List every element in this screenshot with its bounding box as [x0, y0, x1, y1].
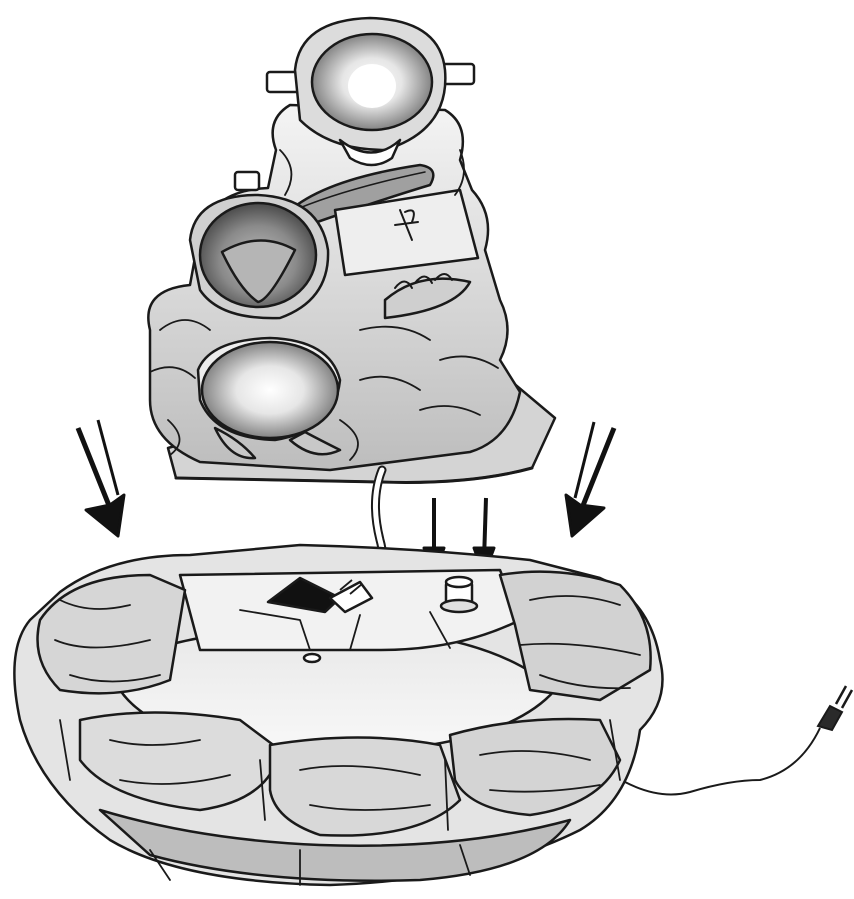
arrow-left-icon — [78, 420, 124, 536]
basin-hole — [304, 654, 320, 662]
basin-fitting — [441, 577, 477, 612]
plug-icon — [818, 686, 852, 730]
upper-fountain-unit — [148, 18, 555, 598]
power-cord — [625, 728, 820, 794]
arrow-right-icon — [566, 422, 614, 536]
